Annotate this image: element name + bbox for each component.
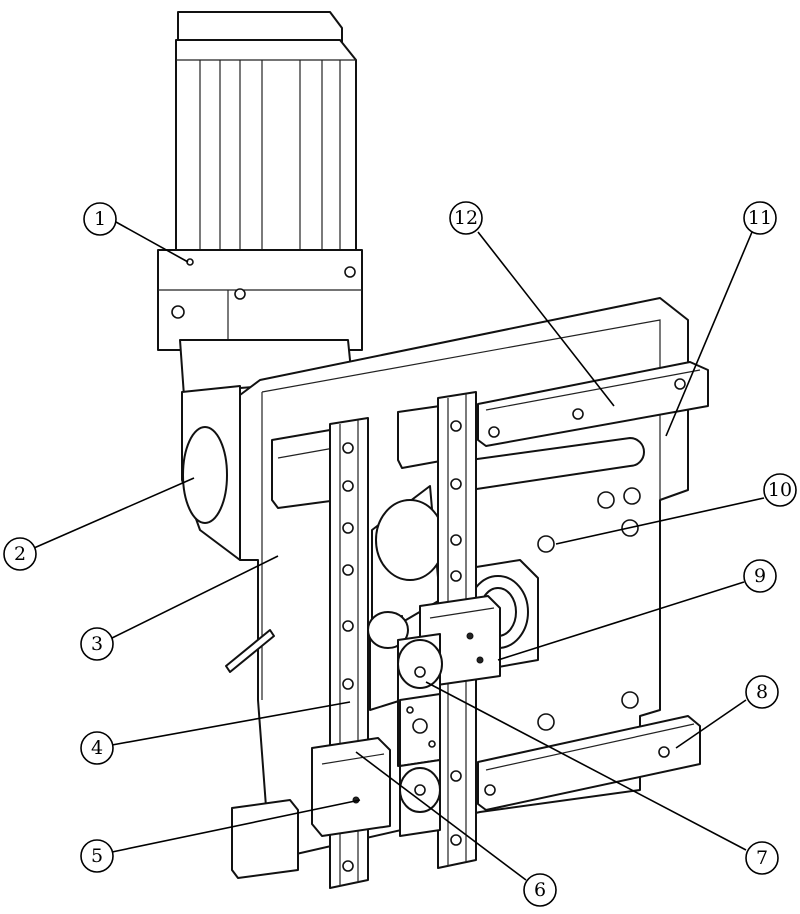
callout-label: 7 bbox=[756, 847, 768, 869]
callout-3: 3 bbox=[80, 555, 279, 661]
callout-label: 12 bbox=[454, 207, 478, 229]
callout-2: 2 bbox=[3, 477, 195, 571]
callout-label: 11 bbox=[748, 207, 772, 229]
callout-label: 5 bbox=[91, 845, 103, 867]
callout-label: 4 bbox=[91, 737, 103, 759]
callout-1: 1 bbox=[83, 202, 189, 263]
callout-label: 2 bbox=[14, 543, 26, 565]
callout-label: 3 bbox=[91, 633, 103, 655]
lower-guide-rail bbox=[477, 715, 701, 811]
lower-left-block bbox=[231, 799, 299, 879]
callout-9: 9 bbox=[497, 559, 777, 661]
callout-5: 5 bbox=[80, 799, 361, 873]
servo-motor bbox=[157, 11, 363, 561]
callout-label: 1 bbox=[94, 208, 106, 230]
upper-guide-rail bbox=[477, 361, 709, 447]
callout-12: 12 bbox=[449, 201, 615, 407]
callout-8: 8 bbox=[675, 675, 779, 749]
callout-label: 6 bbox=[534, 879, 546, 901]
callout-11: 11 bbox=[665, 201, 777, 437]
callout-6: 6 bbox=[355, 751, 557, 907]
callout-10: 10 bbox=[555, 473, 797, 545]
callout-4: 4 bbox=[80, 701, 351, 765]
callout-7: 7 bbox=[425, 681, 779, 875]
left-slider-block bbox=[311, 737, 391, 837]
callout-label: 10 bbox=[768, 479, 792, 501]
crank-linkage bbox=[367, 611, 443, 837]
handle-rod bbox=[225, 629, 275, 673]
callout-label: 8 bbox=[756, 681, 768, 703]
callout-label: 9 bbox=[754, 565, 766, 587]
